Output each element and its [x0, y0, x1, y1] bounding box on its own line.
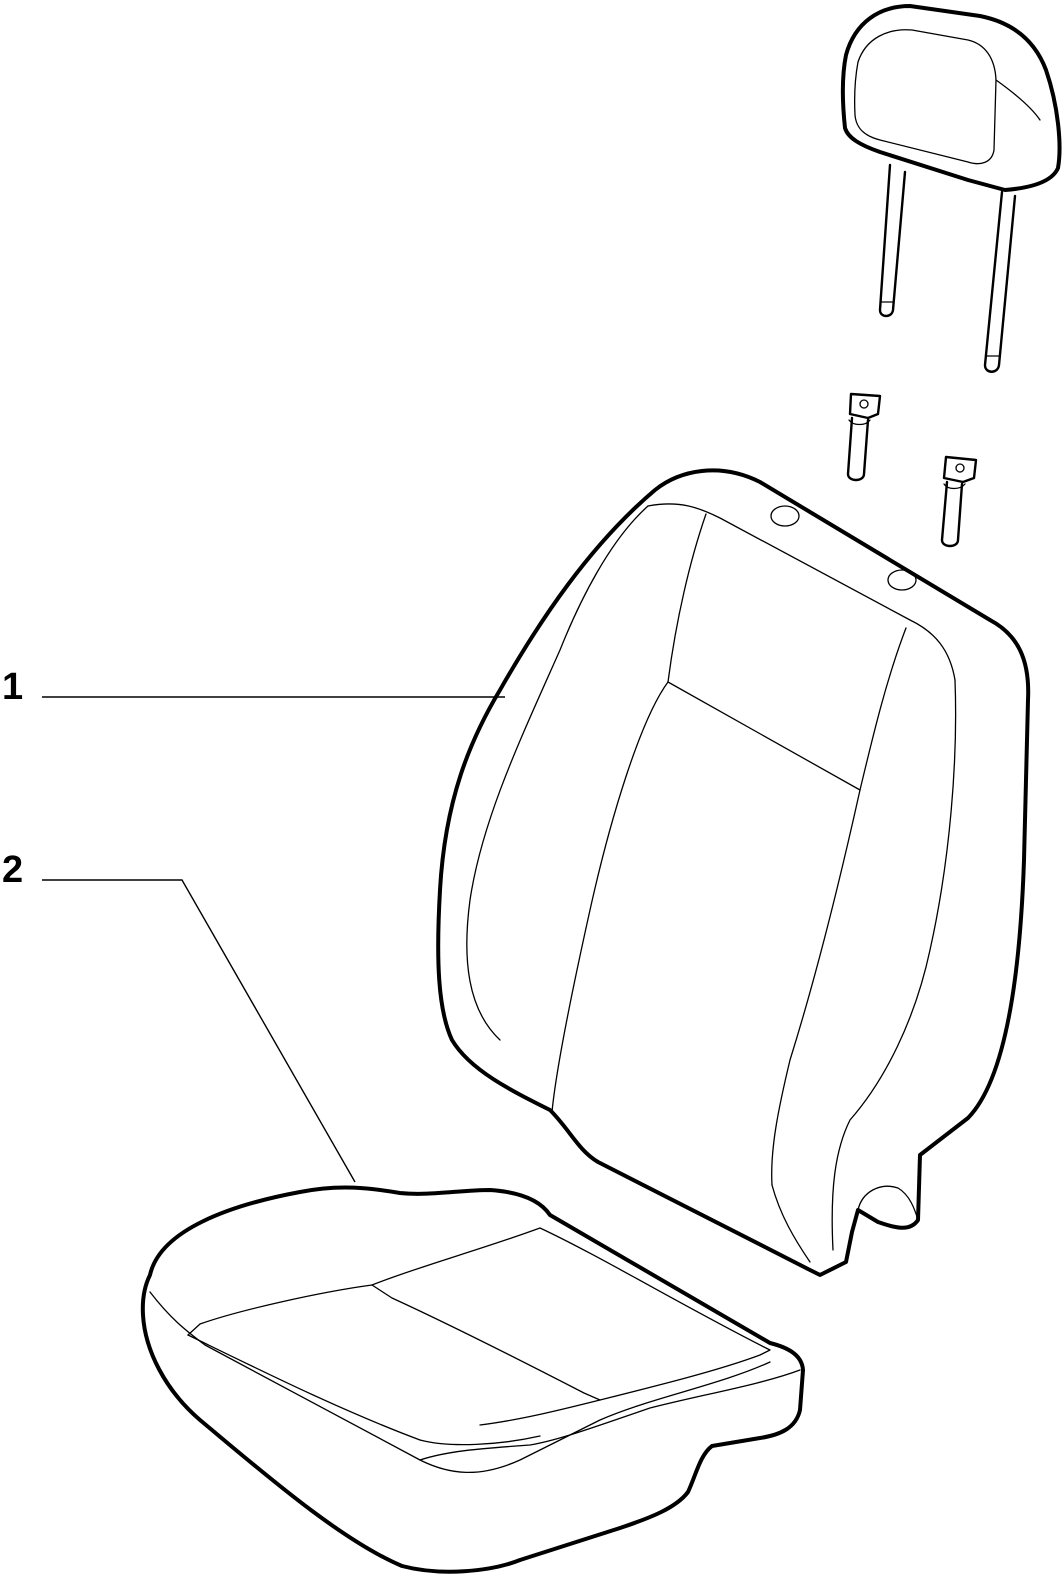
- seat-back-upper-panel: [667, 513, 907, 791]
- seat-back-outer-shell: [436, 468, 1031, 1277]
- seat-cushion-top-edge: [149, 1291, 771, 1474]
- headrest-outer-shell: [840, 4, 1062, 192]
- headrest-side-seam: [995, 79, 1041, 121]
- seat-cushion-rear-panel: [371, 1227, 771, 1401]
- leader-line-2: [42, 879, 356, 1183]
- seat-back: [436, 468, 1031, 1277]
- headrest-guide-left: [846, 392, 882, 482]
- callout-number-1: 1: [2, 666, 24, 708]
- headrest-hole-right: [887, 569, 917, 591]
- seat-cushion-front-lip: [419, 1369, 801, 1461]
- seat-cushion-outer-shell: [140, 1185, 805, 1574]
- seat-back-centre-panel: [551, 681, 669, 1113]
- callout-number-2: 2: [2, 849, 24, 891]
- headrest-guide-right: [940, 455, 978, 548]
- seat-back-right-bolster-seam: [831, 679, 957, 1251]
- seat-back-left-bolster-seam: [466, 505, 649, 1041]
- headrest-hole-left: [770, 505, 800, 527]
- seat-back-top-seam: [647, 503, 956, 681]
- headrest-stem-right: [983, 190, 1017, 373]
- seat-cushion: [140, 1185, 805, 1574]
- headrest: [840, 4, 1062, 373]
- seat-cushion-front-panel: [187, 1284, 601, 1426]
- headrest-stem-left: [878, 163, 907, 318]
- headrest-front-panel: [853, 29, 997, 165]
